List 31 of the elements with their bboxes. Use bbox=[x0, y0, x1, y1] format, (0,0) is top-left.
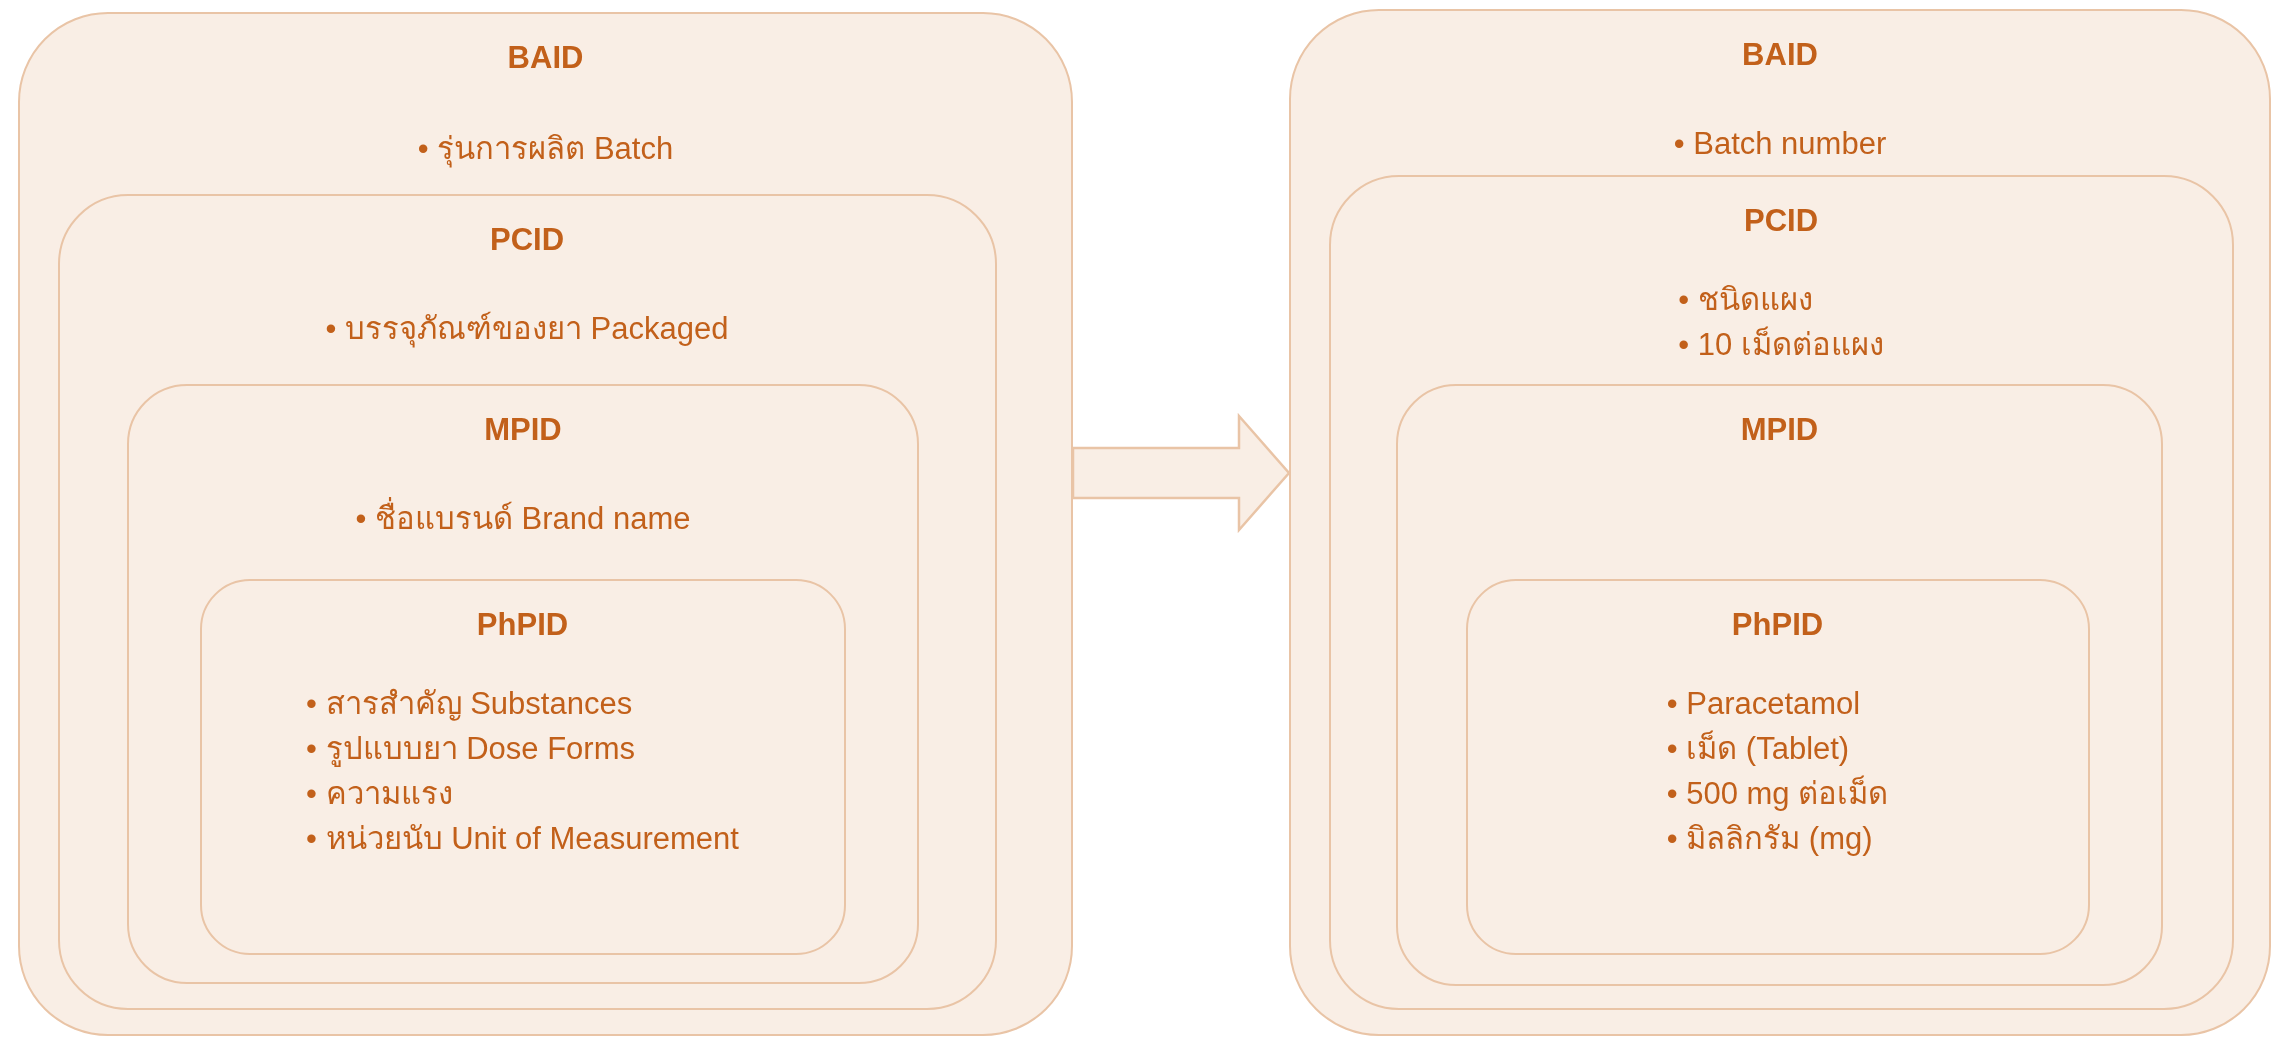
bullet-item: • รูปแบบยา Dose Forms bbox=[306, 729, 636, 769]
box-heading: PCID bbox=[1743, 202, 1819, 238]
nested-box bbox=[18, 12, 1073, 1036]
bullet-item: • เม็ด (Tablet) bbox=[1666, 729, 1851, 768]
bullet-item: • สารสำคัญ Substances bbox=[306, 684, 634, 723]
bullet-item: • มิลลิกรัม (mg) bbox=[1666, 819, 1874, 858]
nested-box bbox=[1396, 384, 2163, 986]
bullet-item: • Batch number bbox=[1673, 125, 1887, 163]
nested-box bbox=[1328, 174, 2234, 1010]
nested-box bbox=[1465, 578, 2090, 955]
box-heading: PhPID bbox=[476, 606, 569, 642]
bullet-item: • ความแรง bbox=[306, 774, 454, 813]
block-arrow bbox=[1071, 412, 1291, 534]
bullet-item: • หน่วยนับ Unit of Measurement bbox=[306, 819, 739, 858]
box-heading: MPID bbox=[484, 412, 562, 447]
box-heading: PhPID bbox=[1731, 606, 1824, 642]
bullet-item: • บรรจุภัณฑ์ของยา Packaged bbox=[325, 309, 729, 350]
bullet-item: • 500 mg ต่อเม็ด bbox=[1666, 774, 1889, 813]
bullet-item: • รุ่นการผลิต Batch bbox=[417, 130, 674, 170]
nested-box bbox=[1289, 9, 2271, 1036]
nested-box bbox=[57, 193, 997, 1010]
box-heading: MPID bbox=[1740, 412, 1819, 447]
box-heading: BAID bbox=[1742, 37, 1818, 72]
bullet-item: • Paracetamol bbox=[1666, 684, 1862, 723]
bullet-item: • ชื่อแบรนด์ Brand name bbox=[355, 496, 691, 541]
bullet-item: • ชนิดแผง bbox=[1678, 280, 1814, 319]
bullet-item: • 10 เม็ดต่อแผง bbox=[1678, 325, 1884, 364]
nested-box bbox=[199, 578, 846, 955]
nested-box bbox=[127, 384, 919, 984]
box-heading: PCID bbox=[489, 221, 565, 257]
box-heading: BAID bbox=[507, 40, 584, 75]
